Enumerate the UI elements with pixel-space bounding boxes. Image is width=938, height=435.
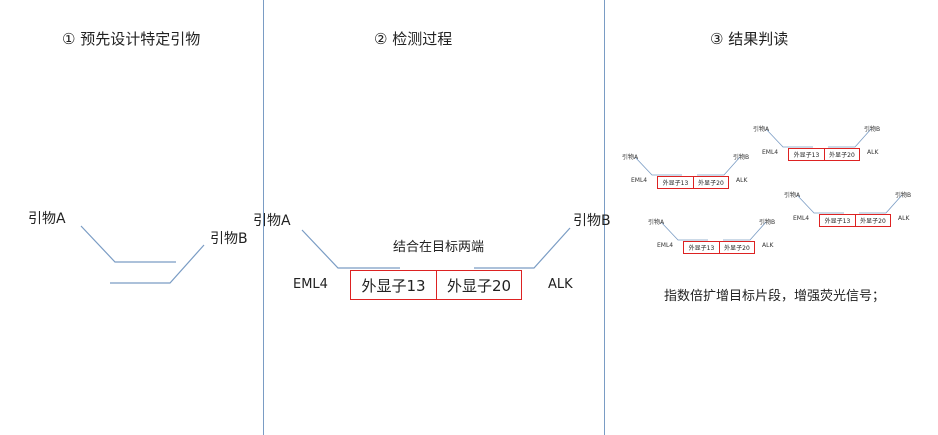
- mini-primer-b-label: 引物B: [733, 154, 750, 161]
- s1-primer-a-label: 引物A: [28, 211, 66, 227]
- s2-gene-left: EML4: [293, 277, 328, 292]
- mini-primer-a-label: 引物A: [648, 219, 665, 226]
- mini-exon-13: 外显子13: [688, 245, 715, 252]
- mini-diagram-2: 引物A 引物B EML4 ALK 外显子13 外显子20: [753, 120, 903, 165]
- mini-diagram-3: 引物A 引物B EML4 ALK 外显子13 外显子20: [648, 213, 798, 258]
- mini-exon-20: 外显子20: [719, 242, 754, 253]
- s2-exon-13: 外显子13: [361, 276, 426, 295]
- mini-gene-right: ALK: [762, 242, 774, 249]
- mini-gene-right: ALK: [736, 177, 748, 184]
- mini-gene-left: EML4: [793, 215, 810, 222]
- mini-gene-left: EML4: [657, 242, 674, 249]
- mini-gene-right: ALK: [867, 149, 879, 156]
- s1-primer-b-line: [110, 244, 205, 284]
- s2-primer-b-label: 引物B: [573, 213, 611, 229]
- section3-title: ③ 结果判读: [710, 30, 789, 48]
- mini-exon-20: 外显子20: [693, 177, 728, 188]
- divider-left: [263, 0, 264, 435]
- mini-exon-20: 外显子20: [855, 215, 890, 226]
- mini-primer-b-label: 引物B: [895, 192, 912, 199]
- mini-exon-13: 外显子13: [662, 180, 689, 187]
- s1-primer-b-label: 引物B: [210, 231, 248, 247]
- mini-gene-right: ALK: [898, 215, 910, 222]
- mini-exon-box: 外显子13 外显子20: [683, 241, 755, 254]
- mini-primer-a-label: 引物A: [753, 126, 770, 133]
- divider-right: [604, 0, 605, 435]
- mini-primer-b-label: 引物B: [864, 126, 881, 133]
- mini-primer-a-label: 引物A: [622, 154, 639, 161]
- mini-exon-box: 外显子13 外显子20: [788, 148, 860, 161]
- mini-exon-13: 外显子13: [793, 152, 820, 159]
- mini-diagram-4: 引物A 引物B EML4 ALK 外显子13 外显子20: [784, 186, 934, 231]
- mini-diagram-1: 引物A 引物B EML4 ALK 外显子13 外显子20: [622, 148, 772, 193]
- s2-gene-right: ALK: [548, 277, 573, 292]
- section2-title: ② 检测过程: [374, 30, 453, 48]
- mini-exon-13: 外显子13: [824, 218, 851, 225]
- s2-exon-20: 外显子20: [436, 271, 521, 299]
- mini-primer-a-label: 引物A: [784, 192, 801, 199]
- s2-primer-a-line: [301, 229, 400, 269]
- s2-caption: 结合在目标两端: [393, 240, 485, 255]
- s3-note: 指数倍扩增目标片段，增强荧光信号；: [664, 289, 886, 304]
- section1-title: ① 预先设计特定引物: [62, 30, 201, 48]
- s1-primer-a-line: [80, 225, 176, 263]
- mini-gene-left: EML4: [762, 149, 779, 156]
- s2-primer-b-line: [474, 227, 571, 269]
- mini-exon-box: 外显子13 外显子20: [819, 214, 891, 227]
- mini-exon-box: 外显子13 外显子20: [657, 176, 729, 189]
- mini-gene-left: EML4: [631, 177, 648, 184]
- s2-primer-a-label: 引物A: [253, 213, 291, 229]
- mini-primer-b-label: 引物B: [759, 219, 776, 226]
- s2-exon-box: 外显子13 外显子20: [350, 270, 522, 300]
- mini-exon-20: 外显子20: [824, 149, 859, 160]
